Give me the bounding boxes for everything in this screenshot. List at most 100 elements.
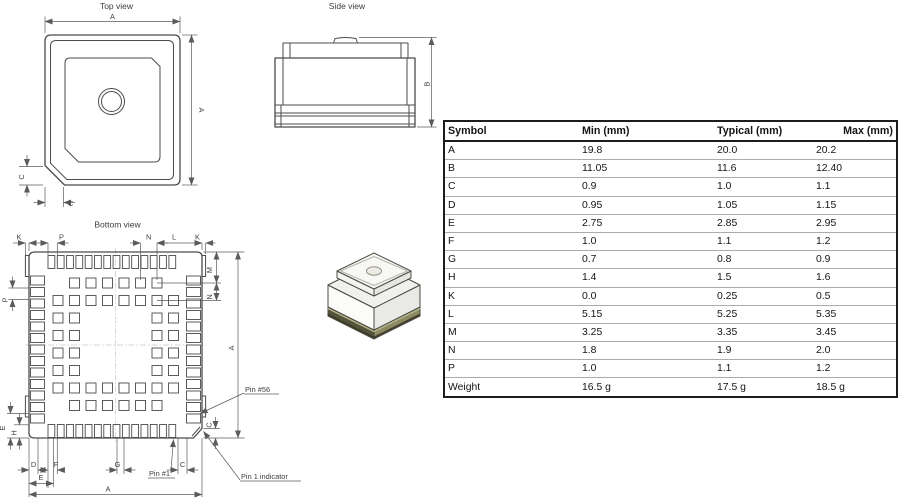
table-cell: 12.40 bbox=[813, 159, 897, 179]
solder-pad bbox=[102, 382, 113, 394]
table-cell: 1.0 bbox=[579, 232, 714, 252]
solder-pad bbox=[84, 424, 93, 438]
dim-label-c-vertical: C bbox=[17, 174, 26, 180]
dim-label-a-bottom: A bbox=[106, 485, 111, 494]
solder-pad bbox=[168, 312, 179, 324]
table-cell: 3.25 bbox=[579, 323, 714, 343]
solder-pad bbox=[168, 382, 179, 394]
patch-feed-circle-3d bbox=[366, 266, 382, 276]
solder-pad bbox=[151, 347, 163, 359]
solder-pad bbox=[186, 344, 201, 355]
table-cell: 5.25 bbox=[714, 305, 813, 324]
dim-label-f: F bbox=[54, 460, 59, 469]
solder-pad bbox=[151, 400, 163, 411]
solder-pad bbox=[112, 255, 121, 269]
table-cell: K bbox=[444, 287, 579, 306]
table-cell: 1.0 bbox=[579, 359, 714, 379]
solder-pad bbox=[140, 255, 149, 269]
solder-pad bbox=[69, 277, 80, 289]
dim-label-c-bottom: C bbox=[180, 460, 186, 469]
solder-pad bbox=[30, 321, 45, 332]
solder-pad bbox=[131, 255, 139, 269]
top-view: Top view A A C C bbox=[17, 1, 206, 208]
solder-pad bbox=[30, 333, 45, 343]
patch-top-inner-border bbox=[340, 256, 408, 286]
solder-pad bbox=[52, 295, 64, 306]
solder-pad bbox=[121, 424, 130, 438]
patch-antenna-outline bbox=[64, 57, 161, 163]
table-cell: 1.1 bbox=[714, 359, 813, 379]
bottom-view-title: Bottom view bbox=[94, 220, 141, 230]
solder-pad bbox=[186, 390, 201, 401]
table-cell: 1.9 bbox=[714, 341, 813, 361]
bottom-view: Bottom view K P N L K M bbox=[0, 220, 301, 498]
table-cell: 3.35 bbox=[714, 323, 813, 343]
solder-pad bbox=[168, 424, 177, 438]
solder-pad bbox=[118, 277, 130, 289]
table-cell: H bbox=[444, 268, 579, 288]
side-view-patch bbox=[282, 42, 409, 59]
solder-pad bbox=[30, 402, 45, 412]
top-view-inner-edge bbox=[50, 40, 174, 180]
solder-pad bbox=[56, 424, 65, 438]
dim-label-g: G bbox=[115, 460, 121, 469]
table-cell: 11.05 bbox=[579, 159, 714, 179]
solder-pad bbox=[30, 298, 45, 309]
solder-pad bbox=[186, 367, 201, 378]
solder-pad bbox=[151, 312, 163, 324]
solder-pad bbox=[75, 255, 84, 269]
solder-pad bbox=[85, 277, 97, 289]
solder-pad bbox=[118, 382, 130, 394]
dim-label-n-top: N bbox=[146, 233, 151, 242]
table-cell: N bbox=[444, 341, 579, 361]
solder-pad bbox=[140, 424, 149, 438]
table-cell: B bbox=[444, 159, 579, 179]
solder-pad bbox=[118, 400, 130, 411]
dim-label-n-right: N bbox=[205, 294, 214, 299]
dim-label-e-left: E bbox=[0, 425, 7, 430]
table-cell: 1.0 bbox=[714, 177, 813, 197]
table-cell: 3.45 bbox=[813, 323, 897, 343]
table-cell: 0.9 bbox=[579, 177, 714, 197]
solder-pad bbox=[168, 347, 179, 359]
solder-pad bbox=[168, 365, 179, 376]
dim-label-c-chamfer: C bbox=[205, 422, 214, 428]
solder-pad bbox=[135, 382, 146, 394]
table-cell: 1.4 bbox=[579, 268, 714, 288]
solder-pad bbox=[75, 424, 84, 438]
solder-pad bbox=[149, 424, 158, 438]
solder-pad bbox=[69, 330, 80, 341]
solder-pad bbox=[30, 275, 45, 286]
solder-pad bbox=[186, 321, 201, 332]
solder-pad bbox=[159, 255, 167, 269]
dim-label-e-bottom: E bbox=[39, 473, 44, 482]
module-3d-render bbox=[327, 252, 421, 340]
solder-pad bbox=[168, 255, 177, 269]
solder-pad bbox=[84, 255, 93, 269]
table-cell: 0.95 bbox=[579, 196, 714, 215]
solder-pad bbox=[69, 400, 80, 411]
solder-pad bbox=[186, 379, 201, 389]
side-view: Side view B bbox=[274, 1, 437, 128]
table-cell: 1.1 bbox=[714, 232, 813, 252]
solder-pad bbox=[118, 295, 130, 306]
solder-pad bbox=[186, 310, 201, 320]
column-header-min-mm: Min (mm) bbox=[579, 121, 714, 142]
table-cell: 1.2 bbox=[813, 232, 897, 252]
pin1-label: Pin #1 bbox=[149, 469, 170, 478]
table-cell: A bbox=[444, 141, 579, 161]
solder-pad bbox=[151, 365, 163, 376]
table-cell: E bbox=[444, 214, 579, 233]
table-cell: 1.15 bbox=[813, 196, 897, 215]
solder-pad bbox=[30, 287, 45, 297]
table-cell: F bbox=[444, 232, 579, 252]
table-cell: 0.25 bbox=[714, 287, 813, 306]
solder-pad bbox=[52, 382, 64, 394]
